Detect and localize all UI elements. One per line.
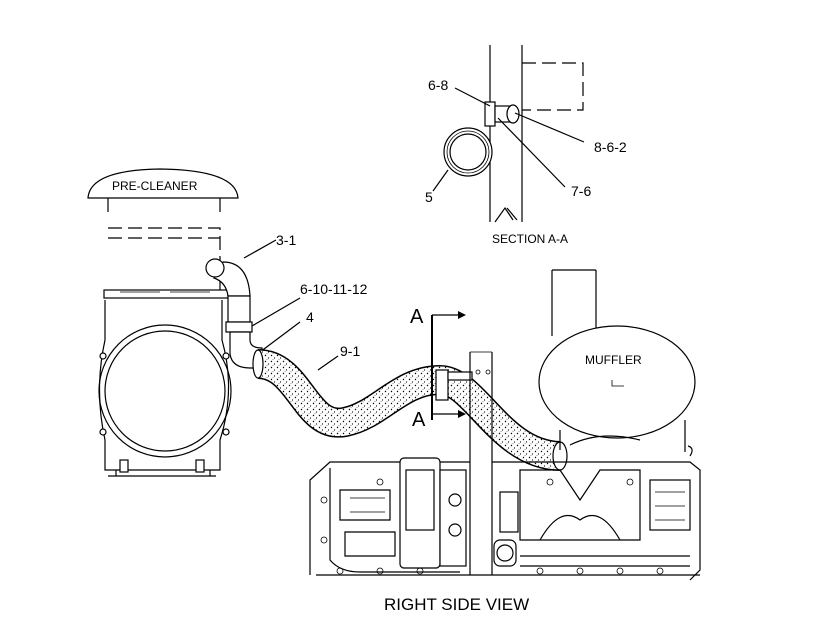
- section-title: SECTION A-A: [492, 232, 568, 246]
- section-a-a-detail: 6-8 8-6-2 7-6 5 SECTION A-A: [425, 45, 627, 246]
- callout-8-6-2: 8-6-2: [594, 139, 627, 155]
- support-bracket: [469, 351, 493, 575]
- section-arrows: A A: [410, 306, 466, 431]
- muffler-assembly: MUFFLER: [538, 269, 696, 452]
- callout-4: 4: [306, 309, 314, 325]
- muffler-label: MUFFLER: [585, 353, 642, 367]
- callout-5: 5: [425, 189, 433, 205]
- engine-block: [309, 445, 701, 581]
- callout-6-8: 6-8: [428, 77, 448, 93]
- callout-9-1: 9-1: [340, 343, 360, 359]
- section-arrow-a-bottom: A: [412, 409, 426, 431]
- pre-cleaner-label: PRE-CLEANER: [112, 179, 198, 193]
- intake-elbow: 3-1: [205, 232, 296, 297]
- pre-cleaner-assembly: PRE-CLEANER: [87, 168, 239, 477]
- callout-3-1: 3-1: [276, 232, 296, 248]
- view-title: RIGHT SIDE VIEW: [384, 595, 529, 614]
- section-arrow-a-top: A: [410, 306, 424, 328]
- callout-6-10-11-12: 6-10-11-12: [300, 281, 368, 297]
- callout-7-6: 7-6: [571, 183, 591, 199]
- flexible-hose: 9-1: [252, 343, 568, 471]
